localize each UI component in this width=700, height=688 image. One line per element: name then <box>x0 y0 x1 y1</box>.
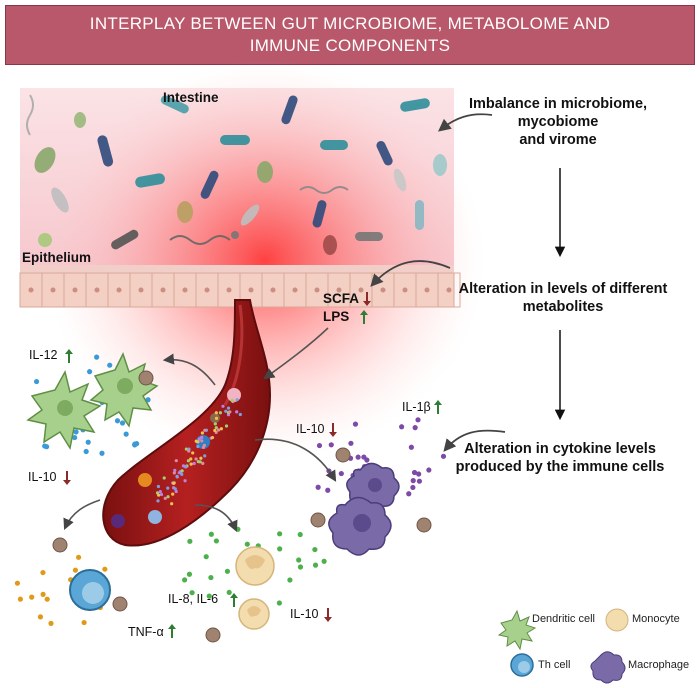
legend-dendritic-icon <box>497 609 537 651</box>
step1-line1: Imbalance in microbiome, <box>468 96 648 112</box>
tnfa-label: TNF-α <box>128 625 164 639</box>
inflammation-glow <box>45 60 485 460</box>
lps-label: LPS <box>323 309 350 324</box>
legend-macrophage-icon <box>590 651 626 684</box>
macrophage-2 <box>328 496 392 556</box>
legend-macrophage-label: Macrophage <box>628 659 690 671</box>
curved-arrow-microbiome <box>438 113 493 132</box>
decrease-arrow-icon <box>63 471 71 485</box>
step-cytokine-alteration: Alteration in cytokine levels produced b… <box>435 440 685 476</box>
vessel-cell-purple <box>111 514 125 528</box>
vessel-cell-lightblue <box>148 510 162 524</box>
legend-dendritic-label: Dendritic cell <box>532 613 595 625</box>
monocyte-2 <box>238 598 270 630</box>
legend-monocyte-label: Monocyte <box>632 613 680 625</box>
step3-line1: Alteration in cytokine levels <box>464 441 656 457</box>
step2-line1: Alteration in levels of different <box>458 281 668 297</box>
vessel-cell-pink <box>227 388 241 402</box>
vessel-cytokine-dots <box>155 398 242 506</box>
intestine-label: Intestine <box>163 90 219 105</box>
step1-line3: and virome <box>519 132 597 148</box>
vessel-cell-orange <box>138 473 152 487</box>
step-microbiome-imbalance: Imbalance in microbiome, mycobiome and v… <box>448 95 668 149</box>
arrow-to-macrophage <box>254 438 337 482</box>
legend-monocyte-icon <box>605 608 629 632</box>
curved-arrow-metabolites <box>370 260 451 287</box>
step-metabolite-alteration: Alteration in levels of different metabo… <box>438 280 688 316</box>
increase-arrow-icon <box>65 349 73 363</box>
dendritic-cell-2 <box>89 352 159 428</box>
dendritic-cell-1 <box>26 369 102 450</box>
decrease-arrow-icon <box>363 292 371 306</box>
decrease-arrow-icon <box>324 608 332 622</box>
il12-label: IL-12 <box>29 348 58 362</box>
arrow-to-dendritic <box>162 353 216 386</box>
curved-arrow-cytokines <box>443 429 506 452</box>
increase-arrow-icon <box>360 310 368 324</box>
increase-arrow-icon <box>230 593 238 607</box>
decrease-arrow-icon <box>329 423 337 437</box>
title-banner: INTERPLAY BETWEEN GUT MICROBIOME, METABO… <box>5 5 695 65</box>
epithelium-label: Epithelium <box>22 250 92 265</box>
title-line-2: IMMUNE COMPONENTS <box>249 36 451 55</box>
arrow-to-th <box>63 499 101 531</box>
legend-th-icon <box>510 653 534 677</box>
microbe-cluster <box>26 94 447 255</box>
step2-line2: metabolites <box>522 299 604 315</box>
legend-th-label: Th cell <box>538 659 571 671</box>
title-line-1: INTERPLAY BETWEEN GUT MICROBIOME, METABO… <box>89 14 611 33</box>
arrow-to-monocyte <box>194 504 238 533</box>
increase-arrow-icon <box>434 400 442 414</box>
monocyte-1 <box>235 546 275 586</box>
floating-cells <box>52 370 432 643</box>
il1b-label: IL-1β <box>402 400 431 414</box>
step1-line2: mycobiome <box>517 114 599 130</box>
il8-il6-label: IL-8, IL-6 <box>168 592 219 606</box>
il10-left-label: IL-10 <box>28 470 57 484</box>
increase-arrow-icon <box>168 624 176 638</box>
arrow-to-blood <box>263 327 329 380</box>
il10-bottom-label: IL-10 <box>290 607 319 621</box>
step3-line2: produced by the immune cells <box>455 459 665 475</box>
il10-mid-label: IL-10 <box>296 422 325 436</box>
th-cell <box>69 569 111 611</box>
scfa-label: SCFA <box>323 291 360 306</box>
